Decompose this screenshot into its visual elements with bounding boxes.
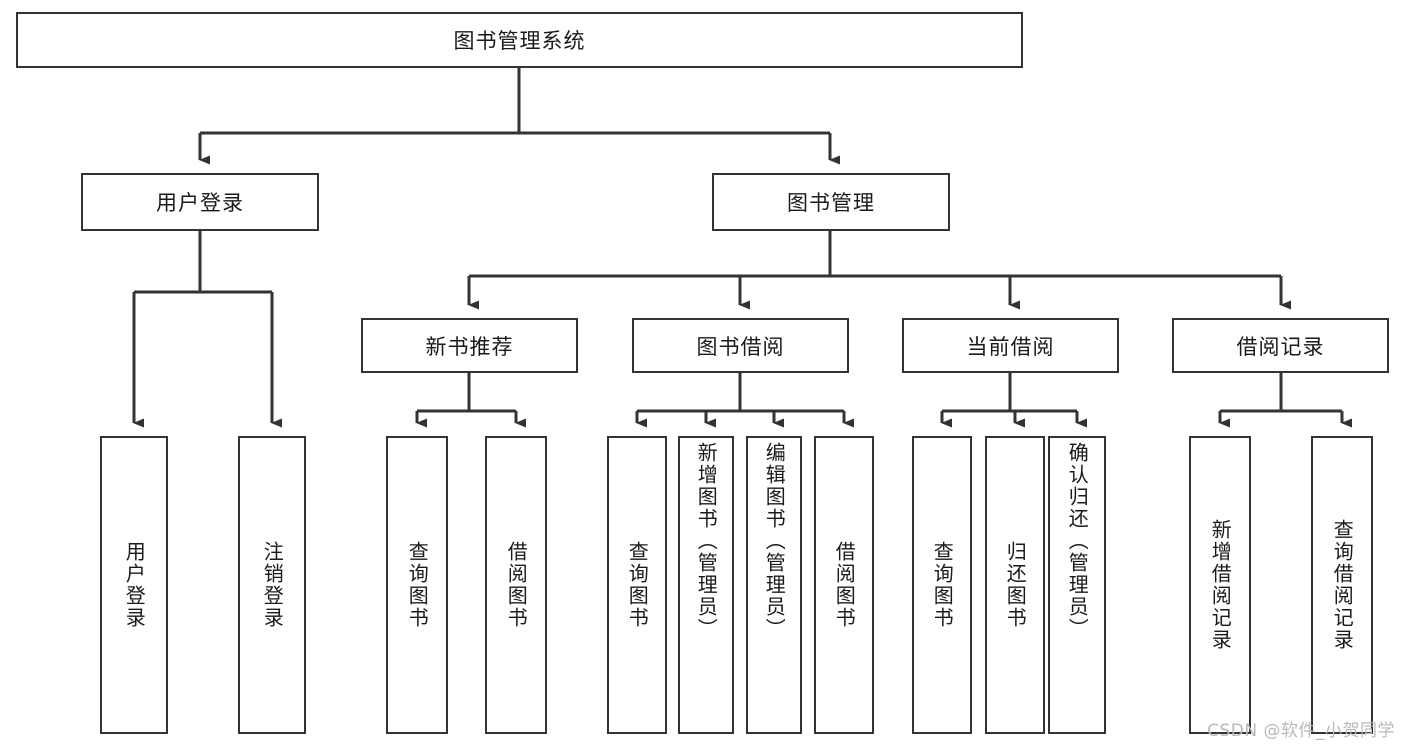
leaf-node-label: 注销登录 xyxy=(260,541,285,629)
leaf-node[interactable]: 归还图书 xyxy=(985,436,1045,734)
node-user-login[interactable]: 用户登录 xyxy=(81,173,319,231)
leaf-node[interactable]: 查询图书 xyxy=(386,436,448,734)
leaf-node[interactable]: 用户登录 xyxy=(100,436,168,734)
leaf-node-label: 查询借阅记录 xyxy=(1330,519,1355,651)
leaf-node[interactable]: 借阅图书 xyxy=(485,436,547,734)
leaf-node[interactable]: 查询图书 xyxy=(912,436,972,734)
leaf-node-label: 查询图书 xyxy=(405,541,430,629)
leaf-node[interactable]: 注销登录 xyxy=(238,436,306,734)
node-book-borrow[interactable]: 图书借阅 xyxy=(632,318,849,373)
node-user-login-label: 用户登录 xyxy=(156,191,244,215)
leaf-node-label: 编辑图书（管理员） xyxy=(762,442,787,640)
csdn-watermark: CSDN @软件_小贺同学 xyxy=(1207,721,1395,741)
node-current-borrow-label: 当前借阅 xyxy=(966,334,1055,359)
leaf-node-label: 归还图书 xyxy=(1003,541,1028,629)
leaf-node[interactable]: 借阅图书 xyxy=(814,436,874,734)
node-borrow-record-label: 借阅记录 xyxy=(1236,334,1325,359)
leaf-node[interactable]: 查询借阅记录 xyxy=(1311,436,1373,734)
node-book-borrow-label: 图书借阅 xyxy=(696,334,785,359)
leaf-node[interactable]: 新增图书（管理员） xyxy=(678,436,734,734)
leaf-node-label: 确认归还（管理员） xyxy=(1065,442,1090,640)
node-book-management-label: 图书管理 xyxy=(787,191,875,215)
leaf-node-label: 用户登录 xyxy=(122,541,147,629)
leaf-node-label: 借阅图书 xyxy=(504,541,529,629)
leaf-node-label: 新增借阅记录 xyxy=(1208,519,1233,651)
leaf-node-label: 查询图书 xyxy=(930,541,955,629)
leaf-node[interactable]: 查询图书 xyxy=(607,436,667,734)
node-new-book-recommend[interactable]: 新书推荐 xyxy=(361,318,578,373)
node-book-management[interactable]: 图书管理 xyxy=(712,173,950,231)
leaf-node-label: 查询图书 xyxy=(625,541,650,629)
node-borrow-record[interactable]: 借阅记录 xyxy=(1172,318,1389,373)
node-new-book-recommend-label: 新书推荐 xyxy=(425,334,514,359)
leaf-node[interactable]: 确认归还（管理员） xyxy=(1048,436,1106,734)
leaf-node-label: 借阅图书 xyxy=(832,541,857,629)
leaf-node-label: 新增图书（管理员） xyxy=(694,442,719,640)
leaf-node[interactable]: 新增借阅记录 xyxy=(1189,436,1251,734)
node-current-borrow[interactable]: 当前借阅 xyxy=(902,318,1119,373)
leaf-node[interactable]: 编辑图书（管理员） xyxy=(746,436,802,734)
node-root-label: 图书管理系统 xyxy=(453,29,586,53)
node-root-system[interactable]: 图书管理系统 xyxy=(16,12,1023,68)
